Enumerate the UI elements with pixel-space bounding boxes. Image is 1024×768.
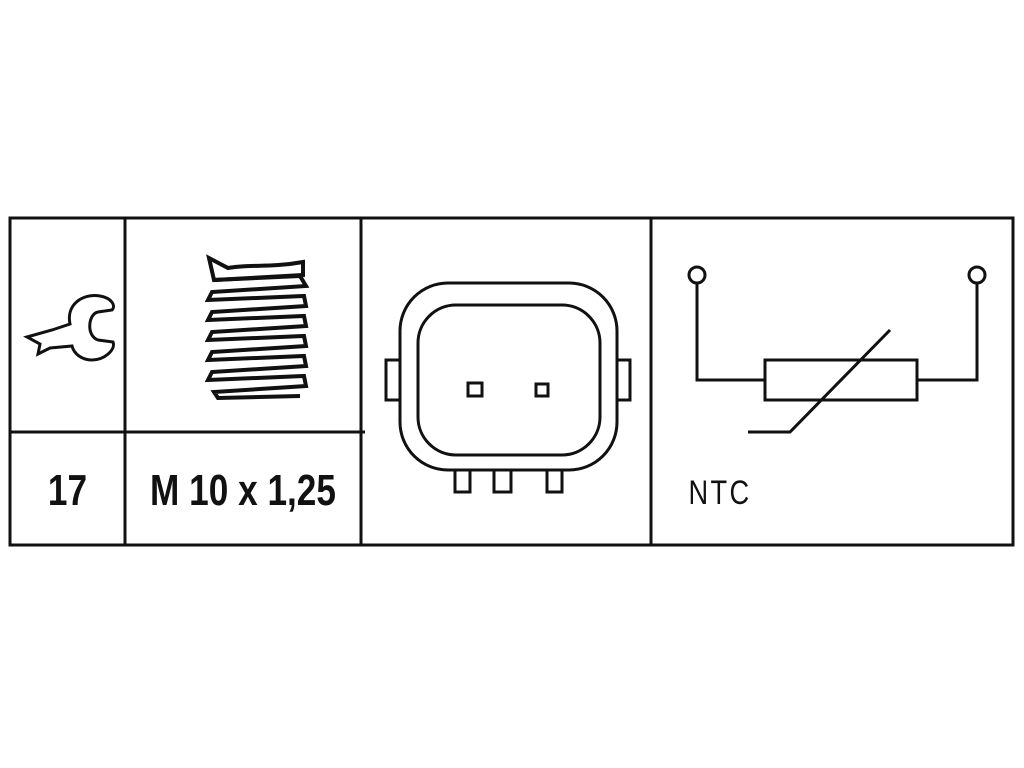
thread-icon bbox=[204, 254, 310, 401]
sensor-type-label: NTC bbox=[688, 474, 752, 512]
table-border bbox=[8, 216, 1015, 547]
spanner-size-label: 17 bbox=[47, 466, 88, 515]
wrench-icon bbox=[23, 294, 115, 362]
thread-size-label: M 10 x 1,25 bbox=[150, 466, 336, 515]
thermistor-symbol-icon bbox=[687, 265, 987, 434]
connector-icon bbox=[384, 281, 632, 494]
